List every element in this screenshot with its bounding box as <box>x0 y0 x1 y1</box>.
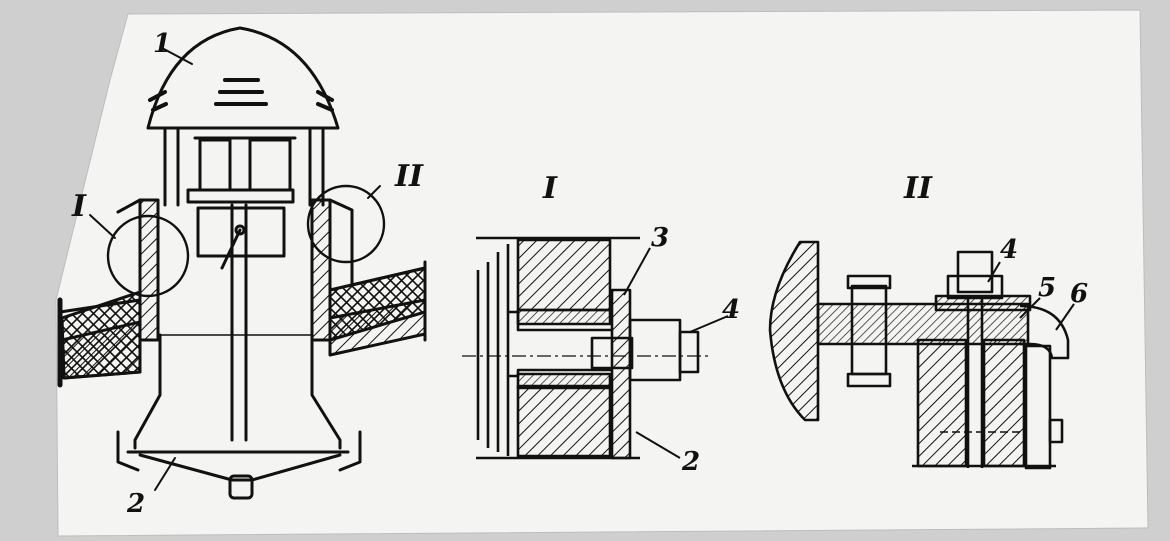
callout-4-detail-I: 4 <box>722 295 740 325</box>
callout-I: I <box>71 189 87 224</box>
callout-5: 5 <box>1038 273 1056 303</box>
callout-3: 3 <box>651 223 669 253</box>
callout-6: 6 <box>1070 279 1088 309</box>
callout-2-main: 2 <box>126 489 145 519</box>
callout-II: II <box>394 159 424 194</box>
callout-4-detail-II: 4 <box>1000 235 1018 265</box>
callout-2-detail-I: 2 <box>681 447 700 477</box>
detail-II <box>768 240 1075 470</box>
detail-II-title: II <box>903 171 933 206</box>
cap-slots <box>148 78 334 112</box>
main-view <box>57 26 427 500</box>
callout-1: 1 <box>153 29 171 59</box>
detail-I-title: I <box>542 171 558 206</box>
detail-I <box>462 236 729 460</box>
